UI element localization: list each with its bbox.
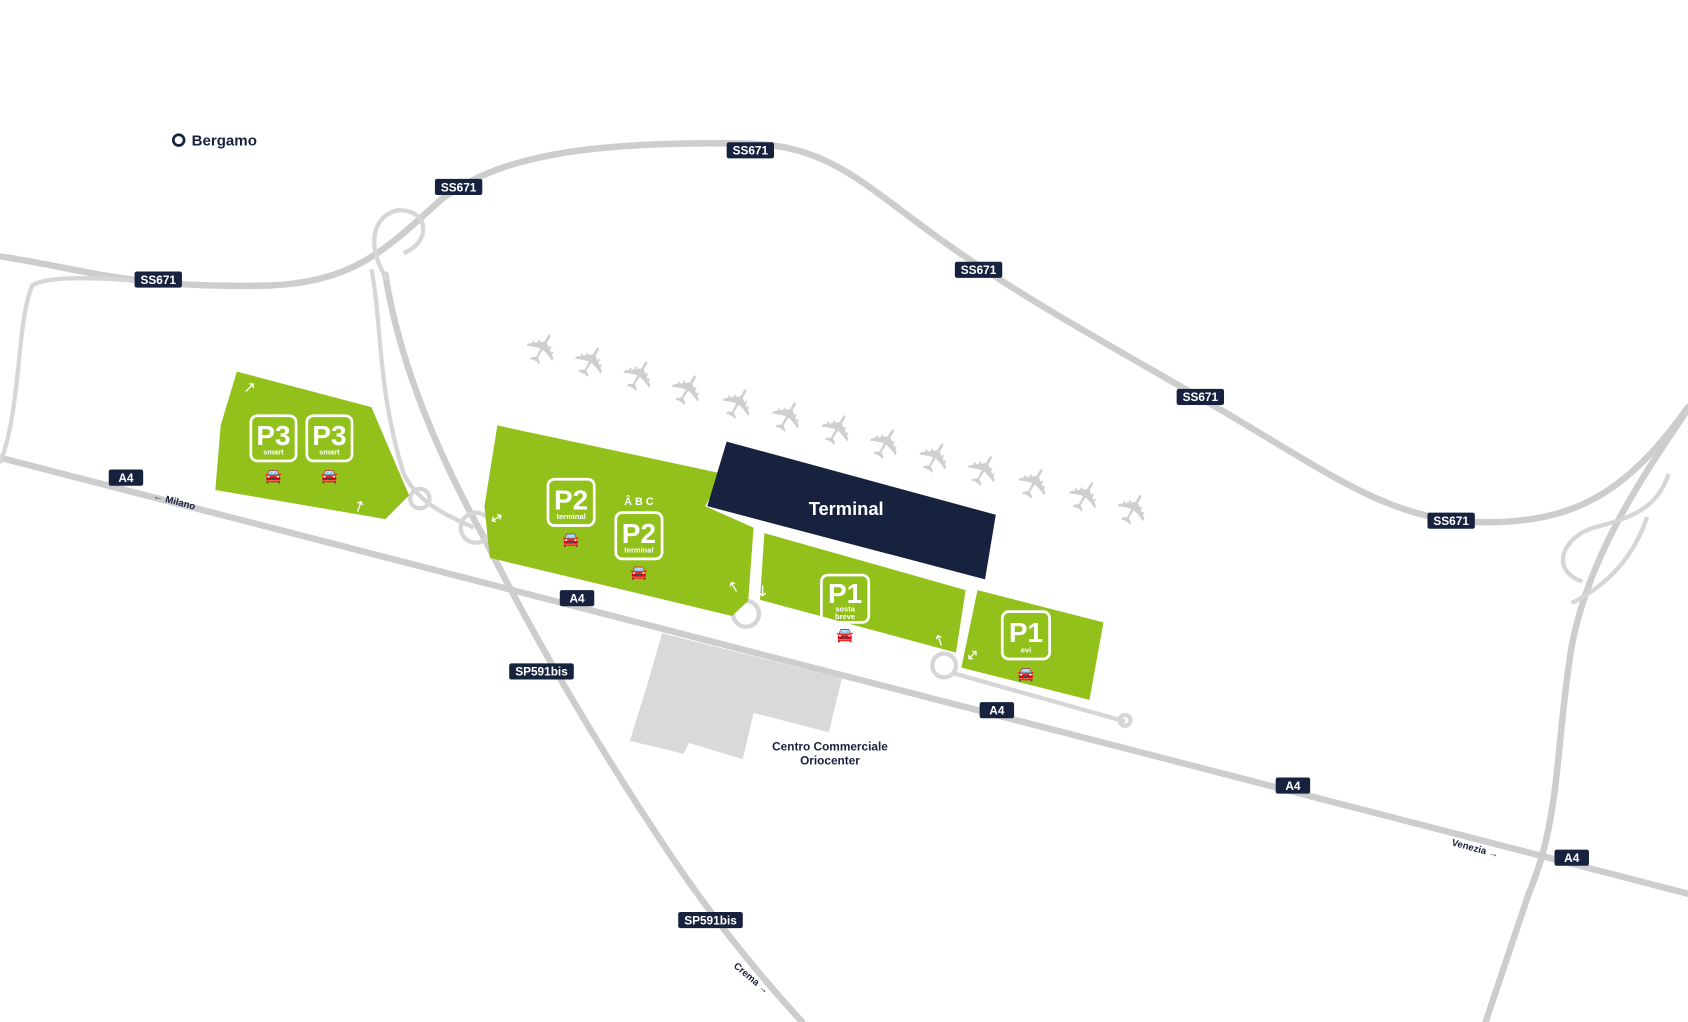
parking-sign-p2[interactable]: P2 terminal 🚘	[546, 477, 596, 548]
svg-text:P3: P3	[256, 420, 290, 451]
plane-icon: ✈	[1056, 468, 1117, 524]
svg-text:A4: A4	[118, 471, 134, 485]
svg-text:SS671: SS671	[441, 180, 477, 194]
parking-sign-p1-sosta-breve[interactable]: P1 sosta breve 🚘	[820, 573, 871, 644]
car-icon: 🚘	[321, 468, 339, 484]
roundabout	[408, 486, 432, 511]
parking-area-p1-sosta-breve[interactable]	[760, 533, 966, 653]
svg-text:SS671: SS671	[733, 144, 769, 158]
mall-label: Centro Commerciale	[772, 740, 888, 754]
svg-text:sosta: sosta	[835, 605, 855, 614]
terminal-building[interactable]	[707, 441, 996, 580]
mall-label: Oriocenter	[800, 754, 860, 768]
svg-text:P1: P1	[828, 578, 862, 609]
road-interchange	[369, 207, 475, 530]
svg-text:terminal: terminal	[556, 512, 585, 521]
service-road	[952, 670, 1126, 724]
parking-sign-p1-evi[interactable]: P1 evi 🚘	[1000, 610, 1051, 683]
city-label: Bergamo	[192, 133, 257, 150]
road-end	[1117, 712, 1133, 728]
svg-text:P2: P2	[554, 484, 588, 515]
car-icon: 🚘	[1017, 666, 1035, 682]
plane-icon: ✈	[1104, 481, 1165, 537]
plane-icon: ✈	[906, 430, 967, 486]
svg-text:smart: smart	[263, 447, 284, 456]
terminal-label: Terminal	[809, 498, 884, 519]
svg-text:SS671: SS671	[961, 263, 997, 277]
svg-text:A4: A4	[569, 592, 585, 606]
svg-text:SS671: SS671	[1433, 514, 1469, 528]
road-shield-a4: A4	[1554, 849, 1589, 866]
parking-sign-p2-abc[interactable]: Â B C P2 terminal 🚘	[614, 495, 664, 581]
direction-milano: ← Milano	[152, 491, 196, 513]
road-shield-a4: A4	[979, 702, 1015, 719]
svg-text:P1: P1	[1009, 617, 1043, 648]
plane-icon: ✈	[709, 376, 770, 432]
parking-area-p1-evi[interactable]	[961, 590, 1104, 700]
svg-text:SP591bis: SP591bis	[684, 913, 737, 927]
plane-icon: ✈	[759, 389, 820, 445]
city-marker-icon	[171, 133, 186, 147]
road-shield-ss671: SS671	[1176, 388, 1225, 405]
plane-icon: ✈	[513, 321, 574, 377]
plane-icon: ✈	[658, 362, 719, 418]
parking-area-p2[interactable]	[484, 425, 754, 616]
svg-text:SP591bis: SP591bis	[515, 665, 568, 679]
road-west-loop	[0, 276, 151, 464]
svg-text:A4: A4	[989, 703, 1005, 717]
road-shield-ss671: SS671	[134, 271, 182, 288]
plane-icon: ✈	[1005, 455, 1066, 511]
road-shield-a4: A4	[1275, 777, 1311, 794]
roundabout	[930, 651, 959, 680]
svg-text:P3: P3	[312, 420, 346, 451]
road-shield-ss671: SS671	[1427, 512, 1475, 529]
car-icon: 🚘	[562, 532, 580, 548]
road-shield-sp591bis: SP591bis	[509, 663, 574, 680]
svg-text:P2: P2	[622, 518, 656, 549]
svg-text:terminal: terminal	[624, 545, 653, 554]
road-shield-ss671: SS671	[726, 142, 775, 159]
entrance-arrow-icon: ↑	[350, 496, 368, 517]
car-icon: 🚘	[265, 468, 283, 484]
road-shield-ss671: SS671	[434, 178, 483, 196]
road-shield-a4: A4	[108, 469, 144, 486]
svg-text:smart: smart	[319, 447, 340, 456]
entrance-arrow-icon: ↑	[931, 630, 949, 651]
svg-text:breve: breve	[835, 612, 855, 621]
svg-text:SS671: SS671	[1183, 390, 1219, 404]
mall-building	[629, 633, 842, 760]
svg-text:SS671: SS671	[140, 273, 176, 287]
car-icon: 🚘	[630, 565, 648, 581]
road-east	[1482, 406, 1688, 1022]
parking-sections: Â B C	[624, 495, 654, 508]
road-east-interchange	[1560, 473, 1671, 605]
parking-sign-p3[interactable]: P3 smart 🚘	[249, 414, 298, 485]
road-shield-a4: A4	[559, 590, 595, 607]
road-shield-ss671: SS671	[954, 261, 1003, 278]
parking-area-p3[interactable]	[215, 371, 410, 520]
plane-icon: ✈	[954, 442, 1015, 498]
svg-text:A4: A4	[1285, 779, 1301, 793]
svg-text:A4: A4	[1564, 851, 1580, 865]
road-shield-sp591bis: SP591bis	[678, 912, 743, 929]
svg-text:evi: evi	[1021, 646, 1031, 655]
car-icon: 🚘	[836, 628, 854, 644]
parking-sign-p3[interactable]: P3 smart 🚘	[305, 414, 354, 485]
road-a4	[0, 454, 1688, 897]
